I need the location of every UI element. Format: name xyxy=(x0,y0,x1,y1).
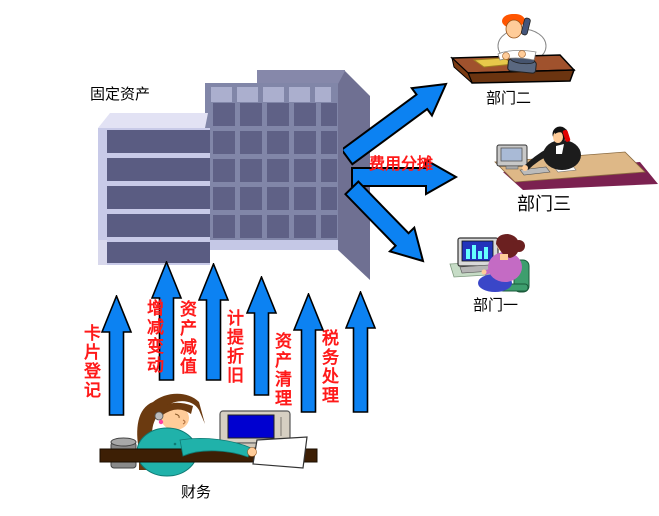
process-label-asset-impairment: 资产减值 xyxy=(176,300,196,376)
process-label-tax-handling: 税务处理 xyxy=(318,329,338,405)
office-building-icon xyxy=(98,70,370,280)
woman-computer-icon xyxy=(449,234,530,293)
arrow-to-dept3 xyxy=(351,158,459,196)
suit-person-computer-icon xyxy=(494,126,658,190)
process-label-depreciation: 计提折旧 xyxy=(223,309,243,385)
process-arrow-disposal xyxy=(293,293,325,413)
fixed-assets-label: 固定资产 xyxy=(90,85,151,103)
arrow-to-dept1 xyxy=(344,180,425,263)
process-arrow-change xyxy=(151,261,183,381)
process-label-increase-decrease: 增减变动 xyxy=(143,299,163,375)
finance-clerk-icon xyxy=(99,393,318,477)
arrow-to-dept2 xyxy=(343,82,448,166)
process-arrow-card xyxy=(101,295,133,416)
process-arrow-depreciation xyxy=(246,276,278,396)
process-label-card-registration: 卡片登记 xyxy=(80,324,100,400)
dept2-label: 部门二 xyxy=(486,89,532,107)
process-label-asset-disposal: 资产清理 xyxy=(271,332,291,408)
process-arrow-impairment xyxy=(198,263,230,381)
process-arrow-tax xyxy=(345,291,377,413)
allocation-label: 费用分摊 xyxy=(369,154,434,173)
dept3-label: 部门三 xyxy=(517,194,571,215)
dept1-label: 部门一 xyxy=(473,296,519,314)
finance-label: 财务 xyxy=(181,483,212,501)
allocation-arrows xyxy=(343,82,459,263)
phone-person-desk-icon xyxy=(450,14,576,84)
